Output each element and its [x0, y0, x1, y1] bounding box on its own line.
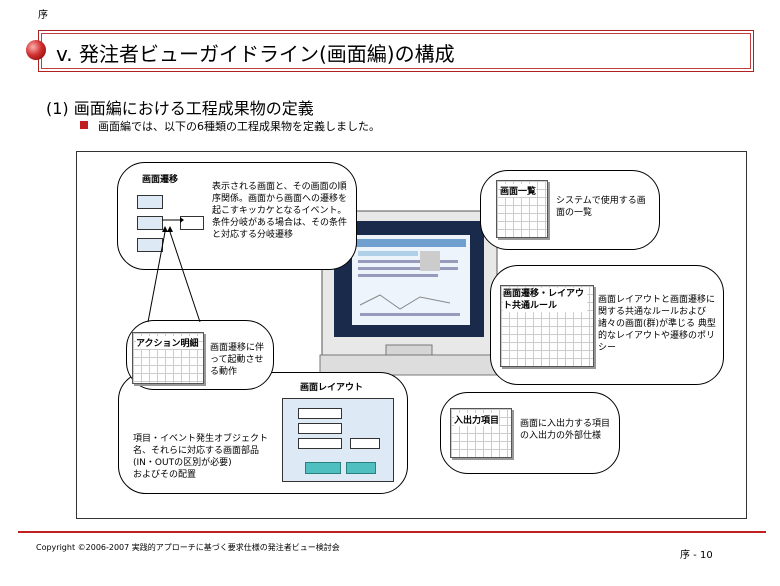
screen-layout-title: 画面レイアウト: [300, 383, 364, 393]
screen-transition-desc: 表示される画面と、その画面の順序関係。画面から画面への遷移を起こすキッカケとなる…: [212, 182, 348, 240]
layout-field-2: [298, 423, 342, 434]
square-bullet-icon: [80, 121, 88, 129]
action-detail-desc: 画面遷移に伴って起動させる動作: [210, 343, 265, 377]
layout-field-4: [350, 438, 380, 449]
layout-button-1: [305, 462, 341, 474]
screen-transition-title: 画面遷移: [142, 175, 179, 185]
screen-list-title: 画面一覧: [500, 184, 537, 197]
screen-layout-desc: 項目・イベント発生オブジェクト名、それらに対応する画面部品 (IN・OUTの区別…: [133, 434, 269, 480]
page-number: 序 - 10: [680, 550, 713, 561]
layout-field-3: [298, 438, 342, 449]
screen-list-desc: システムで使用する画面の一覧: [556, 196, 646, 218]
common-rules-title: 画面遷移・レイアウト共通ルール: [503, 288, 587, 312]
ball-bullet-icon: [26, 40, 46, 60]
footer-copyright: Copyright ©2006-2007 実践的アプローチに基づく要求仕様の発注…: [36, 543, 340, 552]
io-items-desc: 画面に入出力する項目の入出力の外部仕様: [520, 419, 611, 441]
arrow-icon: [162, 217, 184, 223]
io-items-title: 入出力項目: [454, 413, 500, 426]
layout-field-1: [298, 408, 342, 419]
action-detail-title: アクション明細: [136, 336, 199, 349]
page-title: v. 発注者ビューガイドライン(画面編)の構成: [56, 42, 455, 66]
footer-divider: [18, 531, 766, 533]
bullet-text: 画面編では、以下の6種類の工程成果物を定義しました。: [98, 120, 380, 133]
diagram-frame: [76, 151, 747, 519]
monitor-illustration: [319, 210, 501, 376]
common-rules-desc: 画面レイアウトと画面遷移に関する共通なルールおよび諸々の画面(群)が準じる 典型…: [598, 295, 716, 353]
transition-box-1: [137, 195, 163, 209]
section-subtitle: (1) 画面編における工程成果物の定義: [46, 99, 314, 118]
layout-button-2: [346, 462, 376, 474]
transition-box-3: [180, 216, 204, 230]
transition-box-4: [137, 238, 163, 252]
section-label: 序: [38, 10, 48, 21]
transition-box-2: [137, 216, 163, 230]
